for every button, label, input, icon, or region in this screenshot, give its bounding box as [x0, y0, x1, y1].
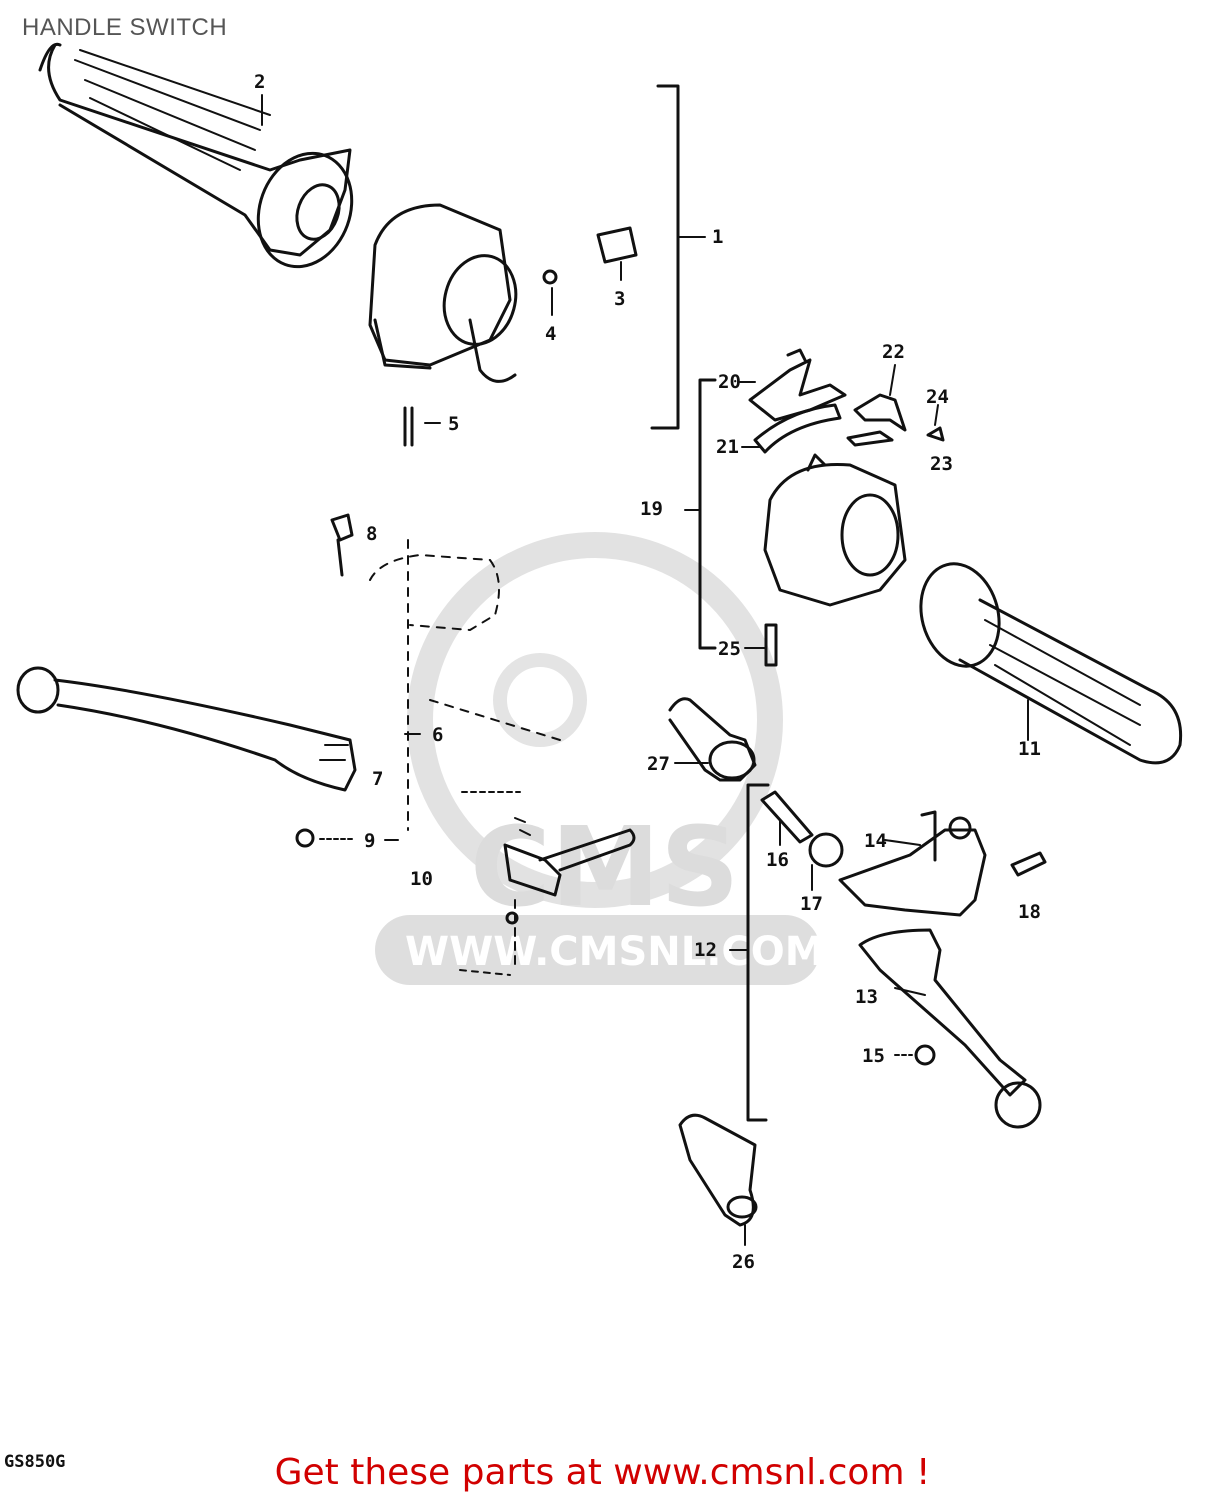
footer-link[interactable]: Get these parts at www.cmsnl.com !	[0, 1452, 1205, 1493]
bolt-16-icon	[760, 790, 814, 846]
label-25: 25	[718, 638, 741, 660]
label-10: 10	[410, 868, 433, 890]
label-2: 2	[254, 71, 265, 93]
bracket-1	[650, 84, 706, 430]
label-15: 15	[862, 1045, 885, 1067]
label-13: 13	[855, 986, 878, 1008]
label-19: 19	[640, 498, 663, 520]
screw-24-icon	[926, 426, 945, 442]
label-4: 4	[545, 323, 556, 345]
switch-plate-21-icon	[753, 403, 842, 454]
screw-5-icon	[403, 406, 441, 447]
lever-cover-icon	[678, 1113, 758, 1246]
screw-8-icon	[330, 513, 354, 577]
part-labels: 2 1 3 4 5 22 20 24 21 23 19 8 25 6 11 27…	[4, 71, 1041, 1472]
footer-link-text[interactable]: Get these parts at www.cmsnl.com !	[274, 1452, 931, 1493]
label-16: 16	[766, 849, 789, 871]
brake-lever-icon	[858, 928, 1042, 1129]
switch-housing-right-icon	[763, 453, 907, 607]
label-6: 6	[432, 724, 443, 746]
label-3: 3	[614, 288, 625, 310]
throttle-tube-icon	[668, 697, 757, 782]
switch-knob-20-icon	[748, 348, 847, 422]
model-code: GS850G	[4, 1452, 65, 1472]
washer-17-icon	[808, 832, 844, 891]
label-14: 14	[864, 830, 887, 852]
label-27: 27	[647, 753, 670, 775]
ghost-clamp	[369, 539, 561, 831]
master-cylinder-icon	[838, 810, 987, 917]
screw-small-icon	[542, 269, 558, 316]
bracket-12	[729, 783, 770, 1122]
label-20: 20	[718, 371, 741, 393]
watermark-logo: CMS	[470, 803, 739, 931]
label-12: 12	[694, 939, 717, 961]
bracket-19	[684, 378, 717, 650]
screw-25-icon	[764, 623, 778, 667]
label-8: 8	[366, 523, 377, 545]
nut-9-icon	[295, 828, 356, 848]
switch-knob-22-icon	[853, 393, 907, 432]
label-7: 7	[372, 768, 383, 790]
grip-right-icon	[919, 562, 1183, 765]
label-5: 5	[448, 413, 459, 435]
bolt-18-icon	[1010, 851, 1047, 877]
switch-10-icon	[459, 791, 636, 976]
label-23: 23	[930, 453, 953, 475]
label-1: 1	[712, 226, 723, 248]
grip-left-icon	[38, 42, 354, 269]
nut-15-icon	[894, 1044, 936, 1066]
label-22: 22	[882, 341, 905, 363]
switch-housing-left-icon	[368, 203, 518, 383]
label-24: 24	[926, 386, 949, 408]
page-title: HANDLE SWITCH	[22, 14, 228, 41]
bushing-icon	[596, 226, 638, 281]
label-21: 21	[716, 436, 739, 458]
label-9: 9	[364, 830, 375, 852]
label-26: 26	[732, 1251, 755, 1273]
watermark-url: WWW.CMSNL.COM	[405, 929, 825, 975]
label-18: 18	[1018, 901, 1041, 923]
label-11: 11	[1018, 738, 1041, 760]
switch-plate-23-icon	[846, 430, 894, 447]
watermark: CMS WWW.CMSNL.COM	[375, 532, 825, 985]
label-17: 17	[800, 893, 823, 915]
clutch-lever-icon	[16, 666, 357, 792]
